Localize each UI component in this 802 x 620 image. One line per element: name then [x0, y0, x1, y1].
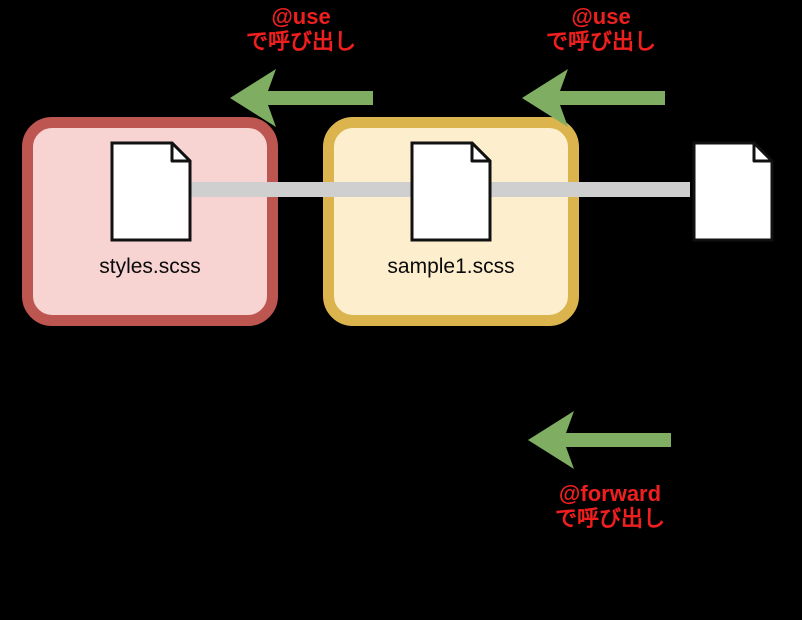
use-arrow-2-icon: [520, 67, 666, 129]
document-page-icon: [110, 141, 192, 242]
annotation-line-1: @use: [271, 4, 331, 29]
forward-arrow-1-annotation: @forward で呼び出し: [520, 481, 700, 531]
document-page-icon: [410, 141, 492, 242]
module-box-sample1[interactable]: [323, 117, 579, 326]
module-label-styles: styles.scss: [99, 255, 201, 278]
annotation-line-1: @use: [571, 4, 631, 29]
annotation-line-1: @forward: [558, 481, 662, 506]
annotation-line-2: で呼び出し: [545, 29, 656, 54]
use-arrow-2-annotation: @use で呼び出し: [521, 4, 681, 54]
use-arrow-1-icon: [228, 67, 374, 129]
document-page-icon: [692, 141, 774, 242]
forward-arrow-1-icon: [526, 409, 672, 471]
module-label-sample1: sample1.scss: [387, 255, 515, 278]
use-arrow-1-annotation: @use で呼び出し: [221, 4, 381, 54]
annotation-line-2: で呼び出し: [245, 29, 356, 54]
annotation-line-2: で呼び出し: [554, 506, 665, 531]
